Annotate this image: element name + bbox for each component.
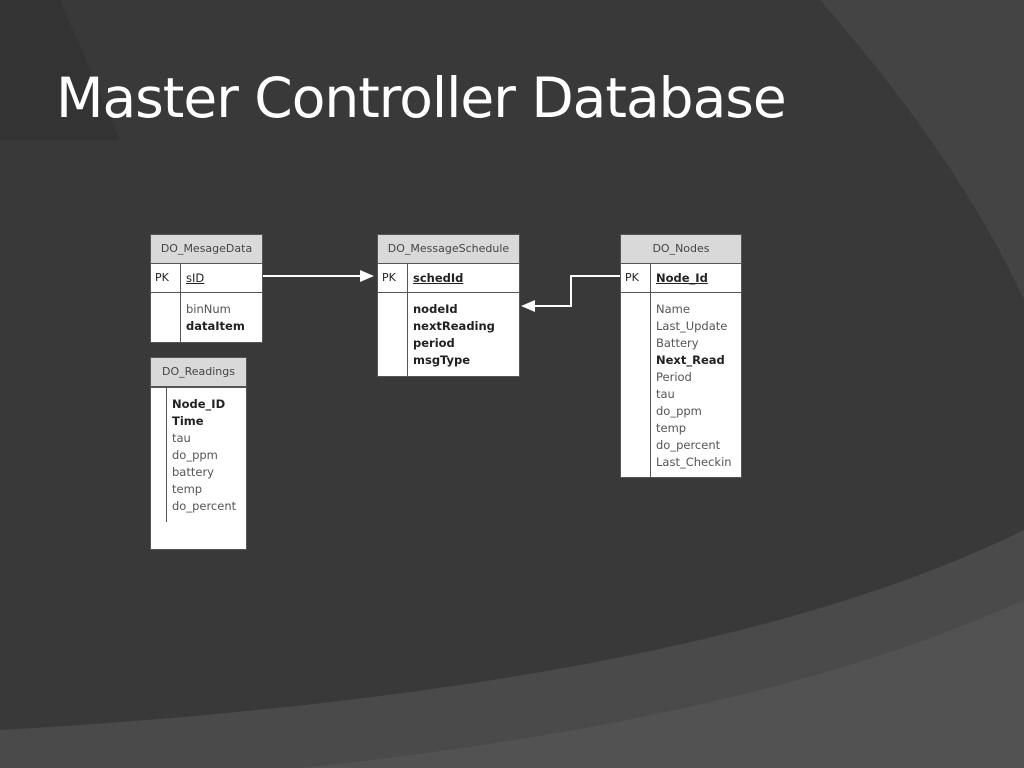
table-do-nodes[interactable]: DO_Nodes PK Node_Id Name Last_Update Bat… [620, 234, 742, 478]
primary-key-field: sID [186, 271, 205, 285]
field-list: binNum dataItem [151, 293, 262, 343]
field-nextreading: nextReading [413, 319, 495, 333]
field-dataitem: dataItem [186, 319, 245, 333]
field-name: Name [656, 302, 690, 316]
primary-key-field: Node_Id [656, 271, 708, 285]
field-time: Time [172, 414, 204, 428]
field-period: Period [656, 370, 692, 384]
field-list: Node_ID Time tau do_ppm battery temp do_… [151, 388, 246, 522]
table-header: DO_Readings [151, 358, 246, 387]
slide-title: Master Controller Database [56, 66, 787, 130]
field-do-ppm: do_ppm [656, 404, 702, 418]
field-temp: temp [656, 421, 687, 435]
primary-key-row: PK schedId [378, 264, 519, 293]
field-temp: temp [172, 482, 203, 496]
field-battery: Battery [656, 336, 699, 350]
primary-key-field: schedId [413, 271, 464, 285]
primary-key-row: PK sID [151, 264, 262, 293]
field-next-read: Next_Read [656, 353, 725, 367]
table-do-mesagedata[interactable]: DO_MesageData PK sID binNum dataItem [150, 234, 263, 343]
field-period: period [413, 336, 455, 350]
table-header: DO_Nodes [621, 235, 741, 264]
field-do-percent: do_percent [656, 438, 721, 452]
field-do-percent: do_percent [172, 499, 237, 513]
table-header: DO_MessageSchedule [378, 235, 519, 264]
field-binnum: binNum [186, 302, 231, 316]
table-do-messageschedule[interactable]: DO_MessageSchedule PK schedId nodeId nex… [377, 234, 520, 377]
pk-label: PK [621, 264, 651, 292]
field-list: Name Last_Update Battery Next_Read Perio… [621, 293, 741, 478]
field-list: nodeId nextReading period msgType [378, 293, 519, 377]
field-tau: tau [172, 431, 191, 445]
field-last-update: Last_Update [656, 319, 728, 333]
primary-key-row: PK Node_Id [621, 264, 741, 293]
field-do-ppm: do_ppm [172, 448, 218, 462]
primary-key-row [151, 387, 246, 388]
table-header: DO_MesageData [151, 235, 262, 264]
pk-label: PK [151, 264, 181, 292]
table-do-readings[interactable]: DO_Readings Node_ID Time tau do_ppm batt… [150, 357, 247, 550]
field-node-id: Node_ID [172, 397, 226, 411]
field-battery: battery [172, 465, 214, 479]
field-nodeid: nodeId [413, 302, 458, 316]
field-last-checkin: Last_Checkin [656, 455, 732, 469]
pk-label: PK [378, 264, 408, 292]
field-tau: tau [656, 387, 675, 401]
field-msgtype: msgType [413, 353, 471, 367]
